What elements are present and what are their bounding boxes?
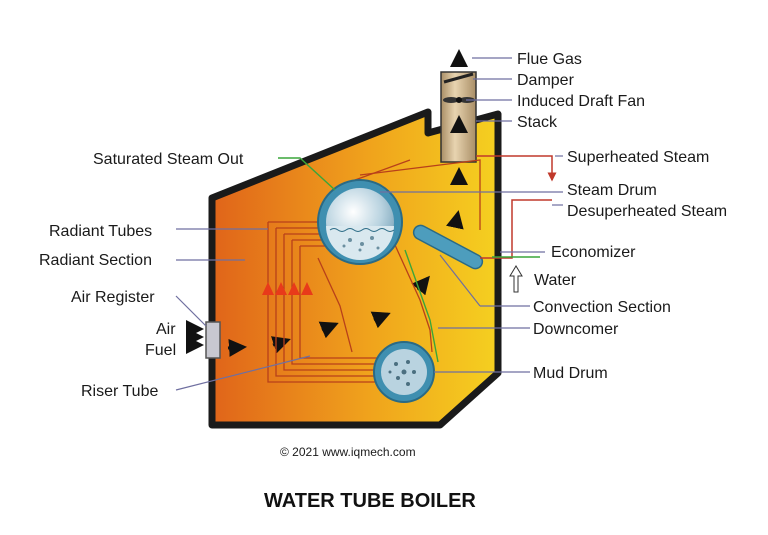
radiant-tubes bbox=[267, 221, 384, 383]
label-mud-drum: Mud Drum bbox=[533, 365, 608, 382]
steam-drum bbox=[317, 179, 403, 265]
copyright-text: © 2021 www.iqmech.com bbox=[280, 445, 416, 459]
economizer bbox=[412, 224, 484, 270]
label-air: Air bbox=[156, 321, 176, 338]
riser-tube bbox=[317, 257, 353, 353]
label-air-register: Air Register bbox=[71, 289, 155, 306]
mud-drum bbox=[373, 341, 435, 403]
label-steam-drum: Steam Drum bbox=[567, 182, 657, 199]
label-damper: Damper bbox=[517, 72, 575, 89]
saturated-steam-line bbox=[278, 157, 336, 191]
label-fuel: Fuel bbox=[145, 342, 176, 359]
label-flue-gas: Flue Gas bbox=[517, 51, 582, 68]
flue-gas-arrows bbox=[186, 49, 468, 357]
label-superheated-steam: Superheated Steam bbox=[567, 149, 709, 166]
label-downcomer: Downcomer bbox=[533, 321, 619, 338]
label-stack: Stack bbox=[517, 114, 558, 131]
downcomer-tube bbox=[404, 249, 439, 363]
air-register bbox=[205, 321, 221, 359]
label-saturated-steam-out: Saturated Steam Out bbox=[93, 151, 244, 168]
convection-tube bbox=[394, 244, 433, 353]
flame-icons bbox=[262, 282, 313, 295]
label-desuperheated-steam: Desuperheated Steam bbox=[567, 203, 727, 220]
superheated-steam-line bbox=[476, 155, 557, 182]
label-convection-section: Convection Section bbox=[533, 299, 671, 316]
damper bbox=[443, 72, 474, 84]
stack bbox=[440, 71, 477, 163]
water-inlet-arrow-icon bbox=[509, 265, 523, 293]
label-radiant-section: Radiant Section bbox=[39, 252, 152, 269]
label-riser-tube: Riser Tube bbox=[81, 383, 158, 400]
label-water: Water bbox=[534, 272, 577, 289]
label-economizer: Economizer bbox=[551, 244, 636, 261]
leader-lines bbox=[175, 57, 563, 391]
diagram-title: WATER TUBE BOILER bbox=[264, 490, 476, 512]
desuperheated-steam-line bbox=[480, 199, 552, 259]
label-radiant-tubes: Radiant Tubes bbox=[49, 223, 152, 240]
label-induced-draft-fan: Induced Draft Fan bbox=[517, 93, 645, 110]
